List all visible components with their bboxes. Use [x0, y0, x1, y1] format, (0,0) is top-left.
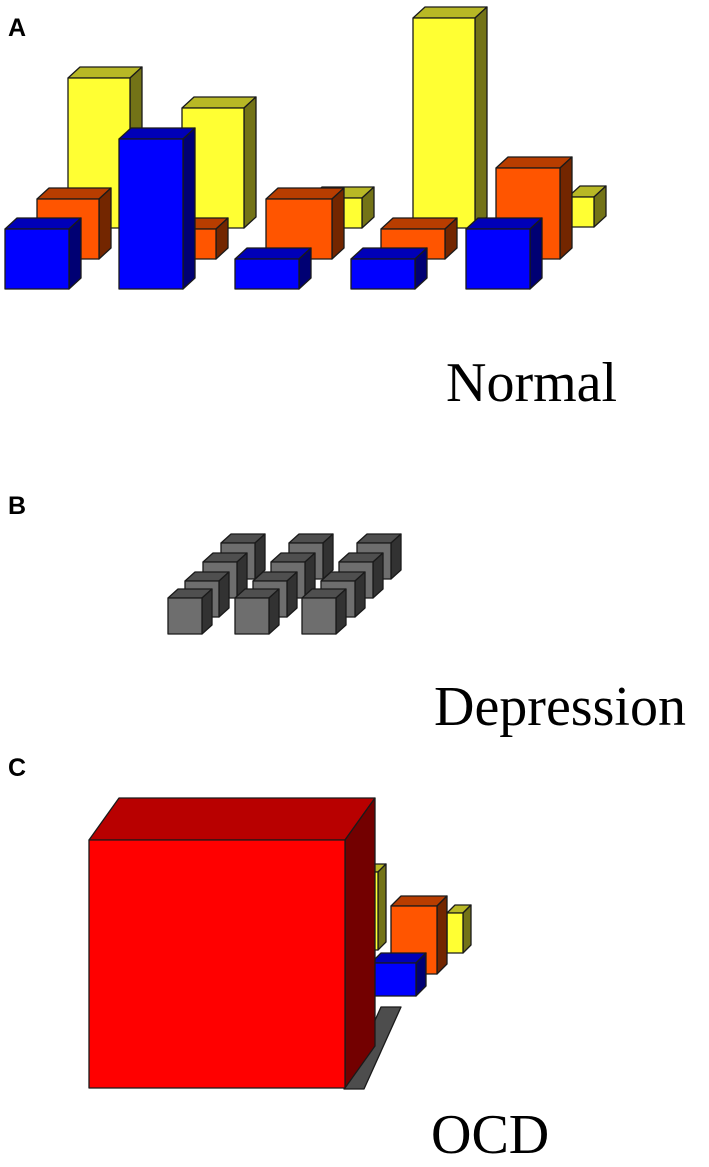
panel-a-letter: A [8, 14, 27, 42]
depression-blocks-group [167, 533, 402, 635]
gray-block [301, 588, 347, 635]
depression-caption: Depression [434, 676, 686, 738]
yellow-block [446, 904, 472, 954]
gray-block [167, 588, 213, 635]
red-block [88, 797, 376, 1089]
blue-block [370, 952, 427, 997]
orange-block [265, 187, 345, 260]
panel-c-letter: C [8, 754, 27, 782]
blue-block [234, 247, 312, 290]
panel-b-letter: B [8, 492, 27, 520]
yellow-block [181, 96, 257, 229]
yellow-block [412, 6, 488, 229]
blue-block [465, 217, 543, 290]
gray-block [234, 588, 280, 635]
normal-caption: Normal [446, 352, 618, 414]
ocd-blocks-group [88, 797, 472, 1090]
blue-block [118, 127, 196, 290]
blue-block [350, 247, 428, 290]
normal-blocks-group [4, 6, 607, 290]
yellow-block [567, 185, 607, 228]
blue-block [4, 217, 82, 290]
